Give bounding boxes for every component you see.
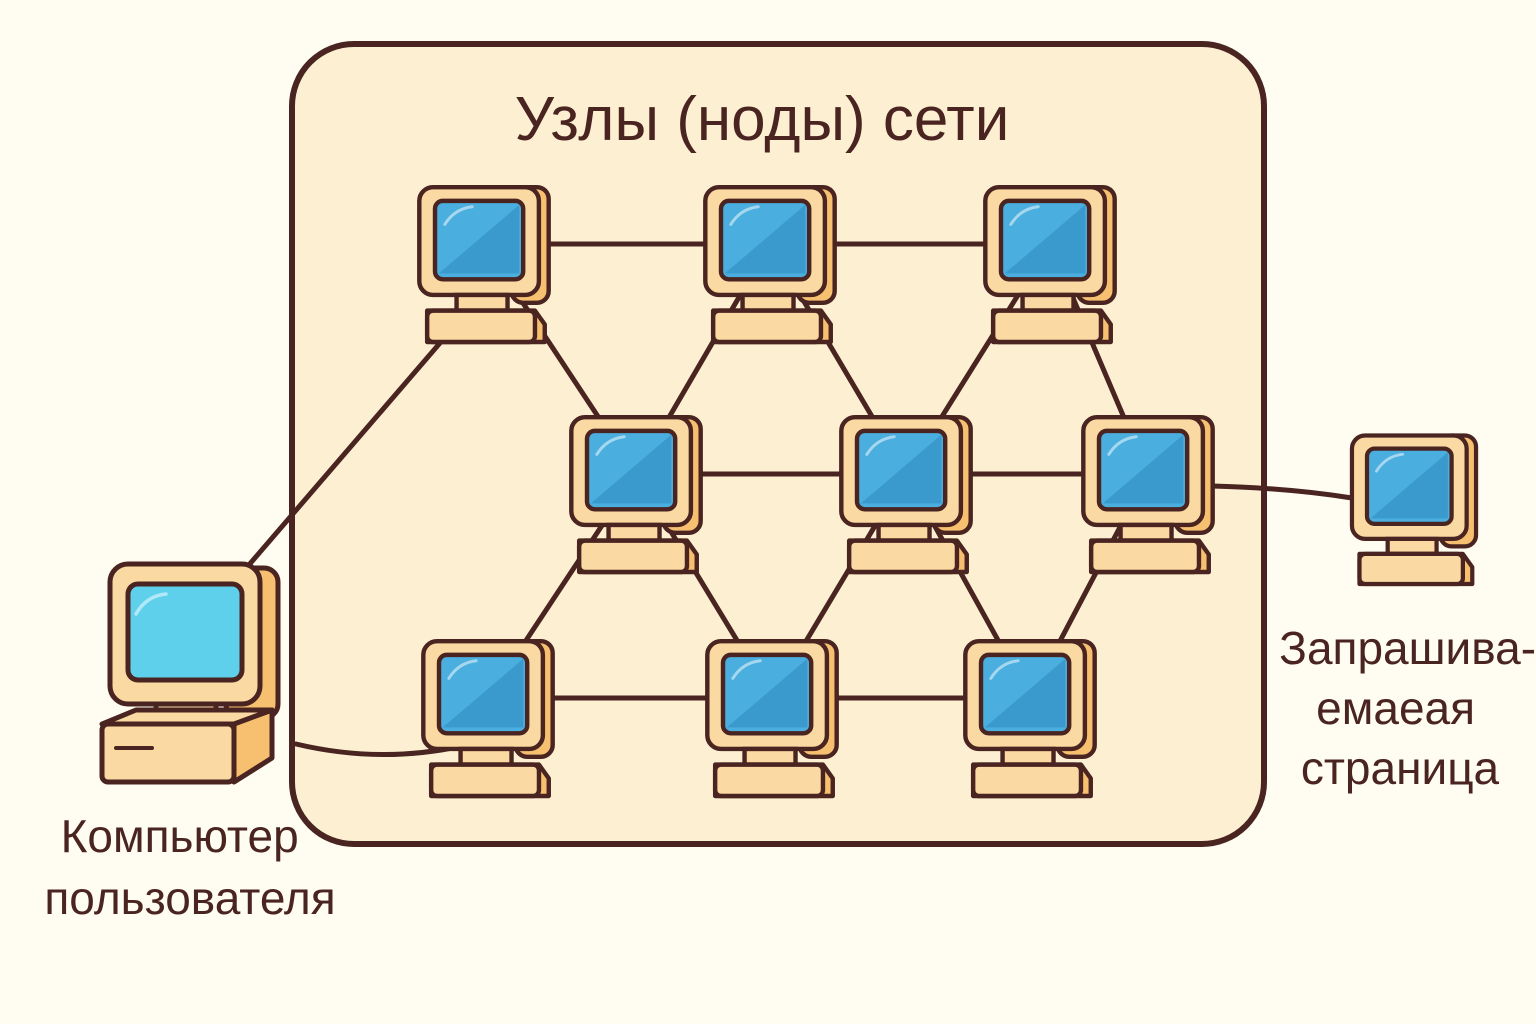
user-computer-label-line-2: пользователя [44, 872, 335, 924]
network-node-computer-icon-n5 [839, 414, 973, 575]
network-node-computer-icon-n3 [983, 184, 1117, 345]
panel-title: Узлы (ноды) сети [515, 85, 1010, 154]
network-node-computer-icon-n8 [705, 638, 839, 799]
requested-page-label: Запрашива- емаеая страница [1279, 622, 1536, 794]
network-node-computer-icon-n6 [1081, 414, 1215, 575]
requested-page-label-line-3: страница [1301, 742, 1500, 794]
user-computer-label-line-1: Компьютер [61, 810, 299, 862]
requested-page-computer-icon-page [1349, 433, 1479, 587]
network-node-computer-icon-n9 [963, 638, 1097, 799]
link-user-n1 [245, 333, 449, 569]
network-node-computer-icon-n1 [417, 184, 551, 345]
user-computer-label: Компьютер пользователя [44, 810, 335, 924]
link-n6-page [1209, 483, 1355, 501]
requested-page-label-line-1: Запрашива- [1279, 622, 1536, 674]
network-node-computer-icon-n4 [569, 414, 703, 575]
network-node-computer-icon-n2 [703, 184, 837, 345]
requested-page-label-line-2: емаеая [1316, 682, 1475, 734]
user-desktop-computer-icon [99, 561, 281, 785]
network-node-computer-icon-n7 [421, 638, 555, 799]
network-nodes [99, 184, 1479, 799]
